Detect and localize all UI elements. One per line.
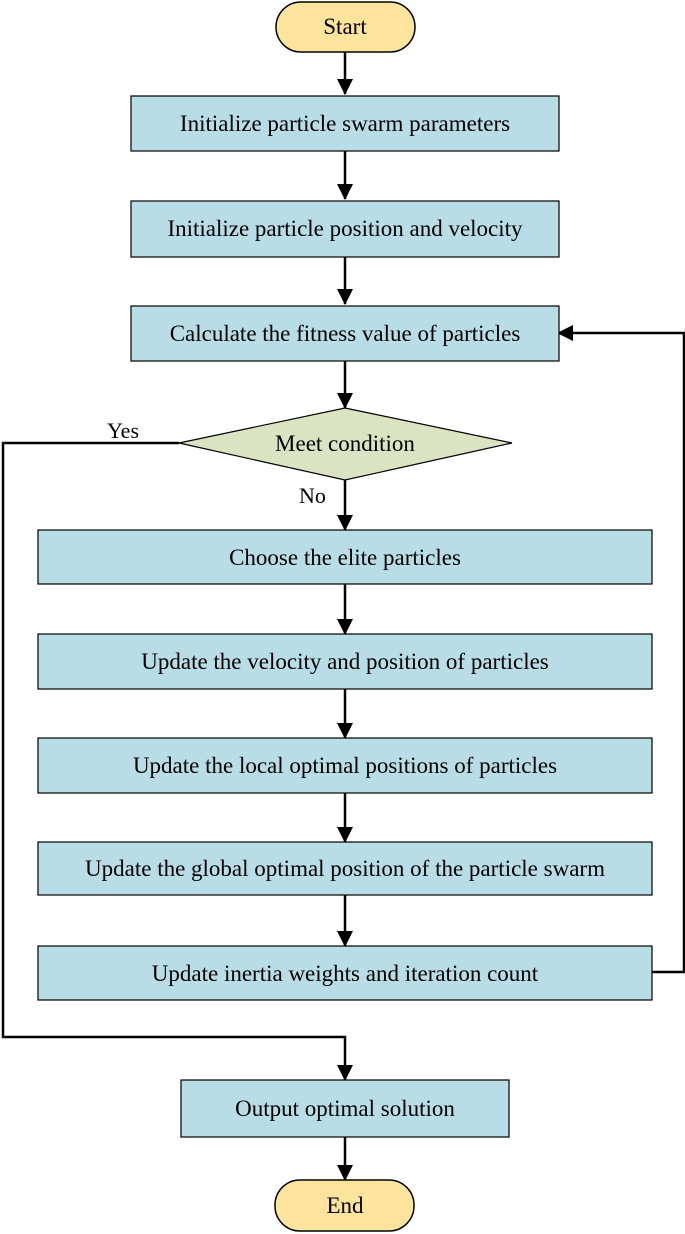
update-velocity-label: Update the velocity and position of part… (141, 649, 549, 674)
step-update-local: Update the local optimal positions of pa… (37, 737, 653, 794)
step-init-params: Initialize particle swarm parameters (130, 95, 560, 152)
yes-branch-arrow (1, 441, 353, 1081)
choose-elite-label: Choose the elite particles (229, 545, 461, 570)
yes-label: Yes (107, 418, 139, 443)
update-global-label: Update the global optimal position of th… (85, 856, 605, 881)
start-terminal: Start (275, 1, 416, 53)
step-init-position: Initialize particle position and velocit… (130, 200, 560, 258)
no-label: No (299, 483, 326, 508)
end-terminal: End (274, 1179, 415, 1232)
update-local-label: Update the local optimal positions of pa… (133, 753, 557, 778)
step-update-inertia: Update inertia weights and iteration cou… (37, 945, 653, 1001)
start-label: Start (323, 14, 367, 39)
decision-label: Meet condition (275, 431, 415, 456)
output-label: Output optimal solution (235, 1096, 455, 1121)
step-update-global: Update the global optimal position of th… (37, 841, 653, 896)
loop-back-arrow (557, 325, 685, 974)
calc-fitness-label: Calculate the fitness value of particles (170, 321, 521, 346)
init-position-label: Initialize particle position and velocit… (167, 216, 523, 241)
update-inertia-label: Update inertia weights and iteration cou… (152, 961, 539, 986)
decision-meet-condition: Meet condition (178, 407, 513, 481)
step-calc-fitness: Calculate the fitness value of particles (130, 305, 560, 362)
step-update-velocity: Update the velocity and position of part… (37, 633, 653, 690)
step-output: Output optimal solution (180, 1079, 510, 1138)
init-params-label: Initialize particle swarm parameters (180, 111, 510, 136)
step-choose-elite: Choose the elite particles (37, 529, 653, 585)
end-label: End (326, 1193, 364, 1218)
